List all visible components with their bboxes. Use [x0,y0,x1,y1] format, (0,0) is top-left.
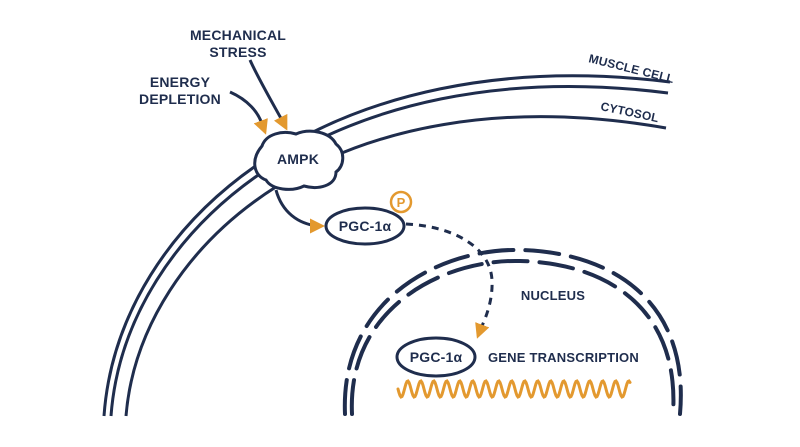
mechanical-stress-label-line1: MECHANICAL [190,27,286,43]
pgc1a-nucleus-label: PGC-1α [410,349,463,365]
gene-transcription-label: GENE TRANSCRIPTION [488,350,639,365]
energy-depletion-label-line2: DEPLETION [139,91,221,107]
ampk-node: AMPK [253,129,345,191]
energy-depletion-label-line1: ENERGY [150,74,211,90]
ampk-label: AMPK [277,151,319,167]
mechanical-stress-label-line2: STRESS [209,44,266,60]
nucleus-envelope [342,247,683,416]
pgc1a-nucleus-node: PGC-1α [395,336,477,378]
wavy-dna-strand-icon [396,379,632,399]
translocation-dashed-arrow [405,222,494,339]
muscle-cell-label: MUSCLE CELL [587,51,675,86]
stimulus-arrows [229,59,288,135]
pgc1a-cytosol-node: PGC-1α [324,206,406,246]
phosphate-circle-icon: P [389,190,413,214]
pgc1a-cytosol-label: PGC-1α [339,218,392,234]
phosphate-label: P [397,195,406,210]
cytosol-boundary [124,115,667,417]
nucleus-label: NUCLEUS [521,288,585,303]
ampk-to-pgc1a-arrow [274,189,325,234]
